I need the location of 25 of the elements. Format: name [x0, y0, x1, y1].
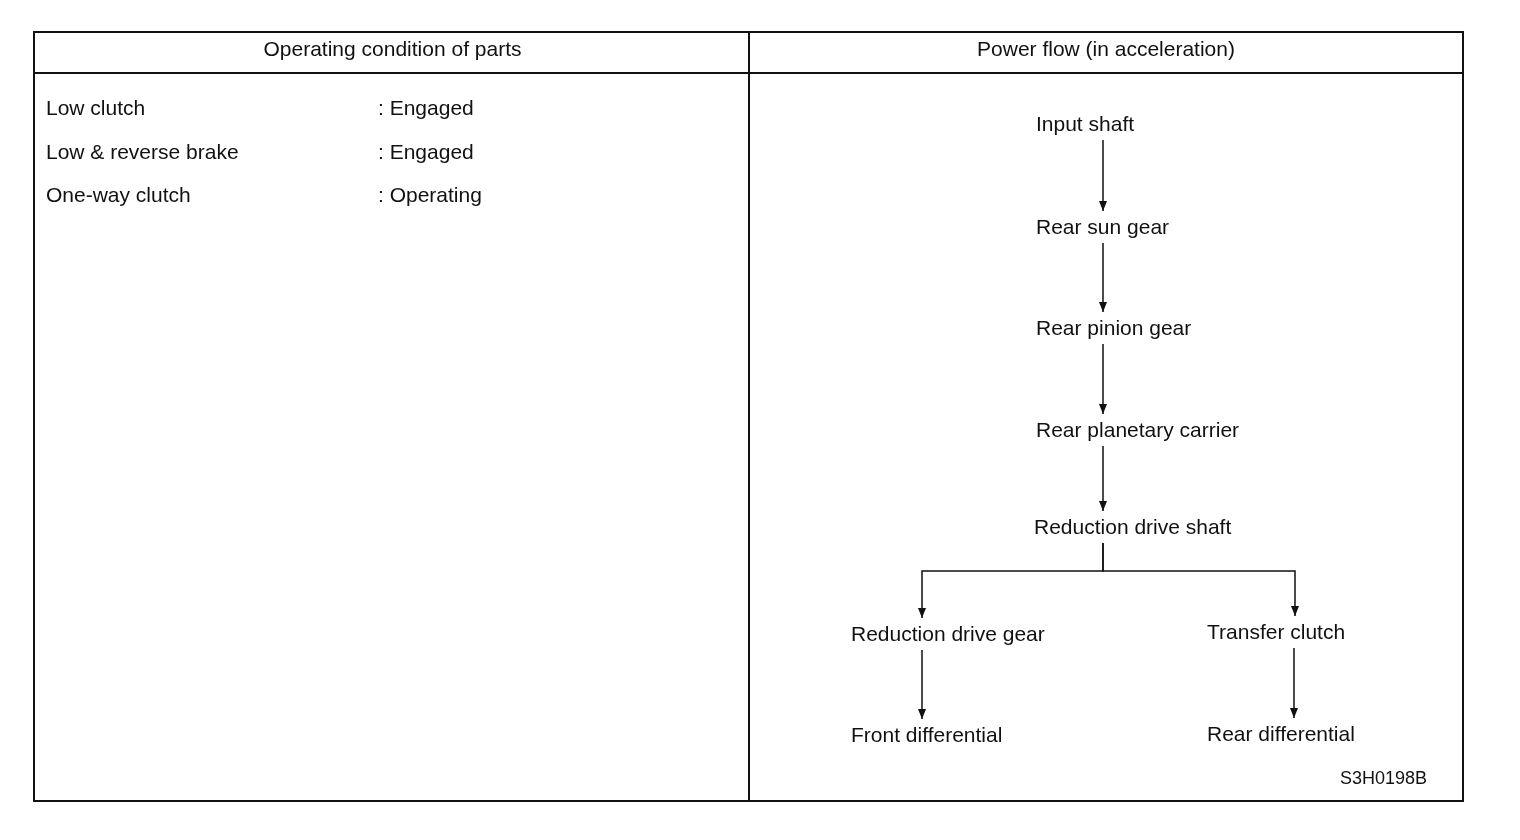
arrow — [918, 649, 926, 720]
component-label: Reduction drive gear — [851, 622, 1045, 646]
arrow — [1099, 139, 1107, 212]
component-label: Transfer clutch — [1207, 620, 1346, 644]
figure-code: S3H0198B — [1340, 767, 1428, 790]
arrow — [1099, 242, 1107, 313]
component-label: Rear differential — [1207, 722, 1355, 746]
component-label: Rear sun gear — [1036, 215, 1170, 239]
arrow — [1099, 343, 1107, 415]
component-label: Reduction drive shaft — [1034, 515, 1232, 539]
column-header: Power flow (in acceleration) — [976, 37, 1236, 61]
part-name: Low & reverse brake — [46, 140, 239, 164]
component-label: Rear pinion gear — [1036, 316, 1192, 340]
arrow — [1102, 542, 1299, 617]
part-name: One-way clutch — [46, 183, 191, 207]
arrow — [1290, 647, 1298, 719]
component-label: Front differential — [851, 723, 1003, 747]
column-header: Operating condition of parts — [262, 37, 523, 61]
part-status: : Operating — [378, 183, 482, 207]
component-label: Input shaft — [1036, 112, 1135, 136]
part-status: : Engaged — [378, 140, 474, 164]
part-status: : Engaged — [378, 96, 474, 120]
component-label: Rear planetary carrier — [1036, 418, 1240, 442]
arrow — [1099, 445, 1107, 512]
part-name: Low clutch — [46, 96, 146, 120]
